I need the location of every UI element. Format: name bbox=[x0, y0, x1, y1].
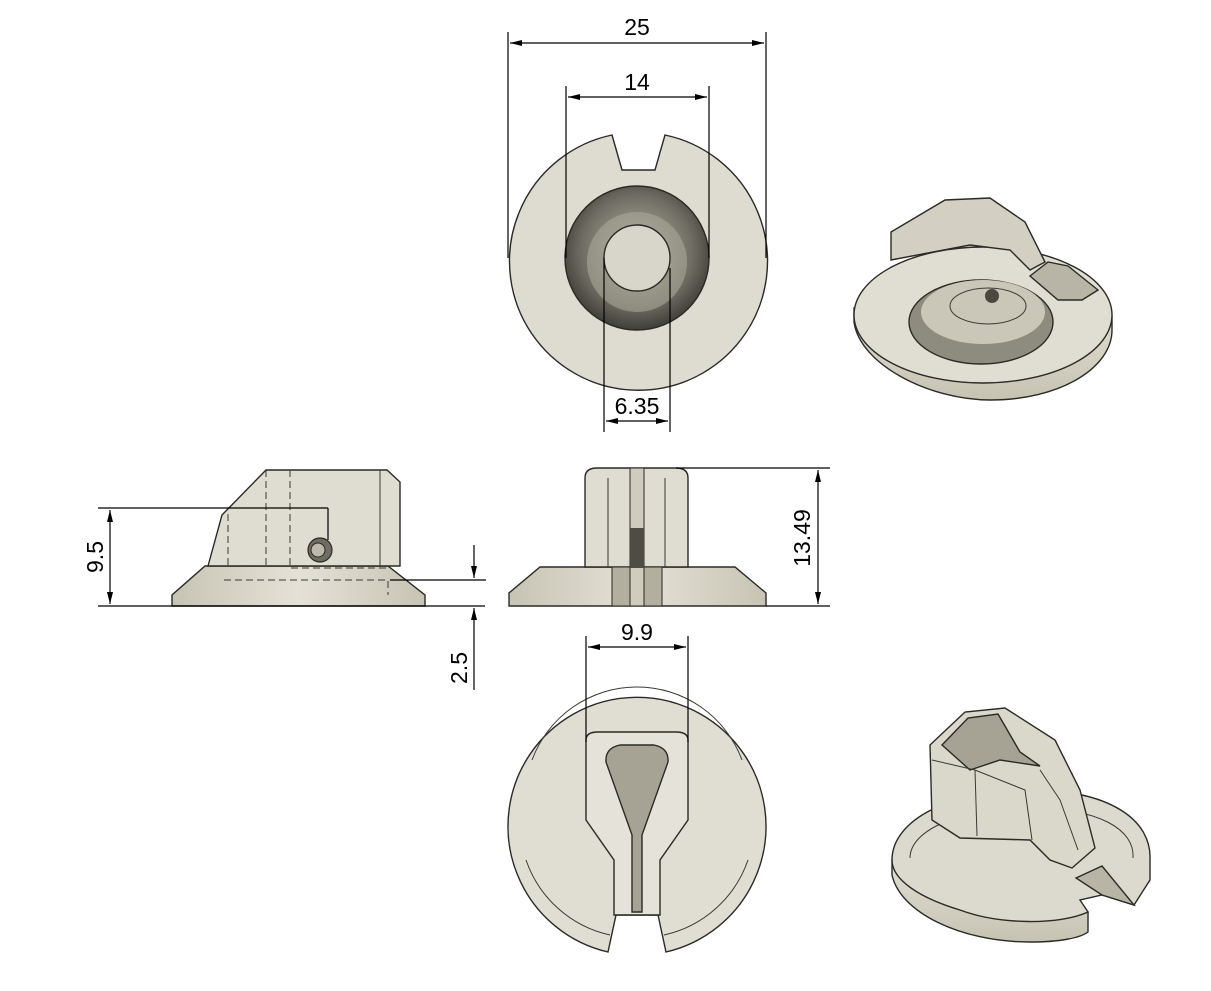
iso-view-top bbox=[853, 197, 1113, 401]
front-view bbox=[508, 467, 767, 607]
dim-bore-diameter-text: 6.35 bbox=[615, 393, 660, 419]
dim-outer-diameter-text: 25 bbox=[624, 14, 650, 40]
side-view-cap bbox=[207, 469, 401, 567]
side-view bbox=[171, 469, 426, 607]
dim-flange-height: 2.5 bbox=[390, 545, 486, 690]
dim-bore-diameter: 6.35 bbox=[603, 258, 671, 432]
dim-recess-diameter: 14 bbox=[565, 69, 710, 258]
iso-bottom-top-face bbox=[940, 713, 1041, 771]
iso-top-boss bbox=[949, 287, 1027, 325]
side-view-flange bbox=[171, 565, 426, 607]
dim-screw-height: 9.5 bbox=[82, 507, 485, 607]
iso-view-bottom bbox=[891, 707, 1151, 943]
dim-screw-height-text: 9.5 bbox=[82, 541, 108, 573]
bottom-view bbox=[507, 686, 767, 953]
dim-outer-diameter: 25 bbox=[507, 14, 767, 258]
iso-top-recess-floor bbox=[921, 280, 1045, 344]
dim-recess-diameter-text: 14 bbox=[624, 69, 650, 95]
dim-pointer-width: 9.9 bbox=[585, 619, 689, 742]
iso-top-screw-hole bbox=[985, 289, 999, 303]
dim-total-height-text: 13.49 bbox=[789, 509, 815, 567]
iso-bottom-slot bbox=[1074, 865, 1137, 907]
bottom-view-pointer-fill bbox=[605, 744, 669, 913]
iso-top-notch bbox=[1028, 261, 1100, 301]
top-view-bore bbox=[603, 224, 671, 292]
dim-total-height: 13.49 bbox=[676, 467, 830, 607]
front-view-bore-slot bbox=[630, 528, 644, 568]
iso-top-pointer bbox=[890, 197, 1046, 271]
dim-flange-height-text: 2.5 bbox=[446, 652, 472, 684]
top-view bbox=[508, 134, 769, 391]
dim-pointer-width-text: 9.9 bbox=[621, 619, 653, 645]
